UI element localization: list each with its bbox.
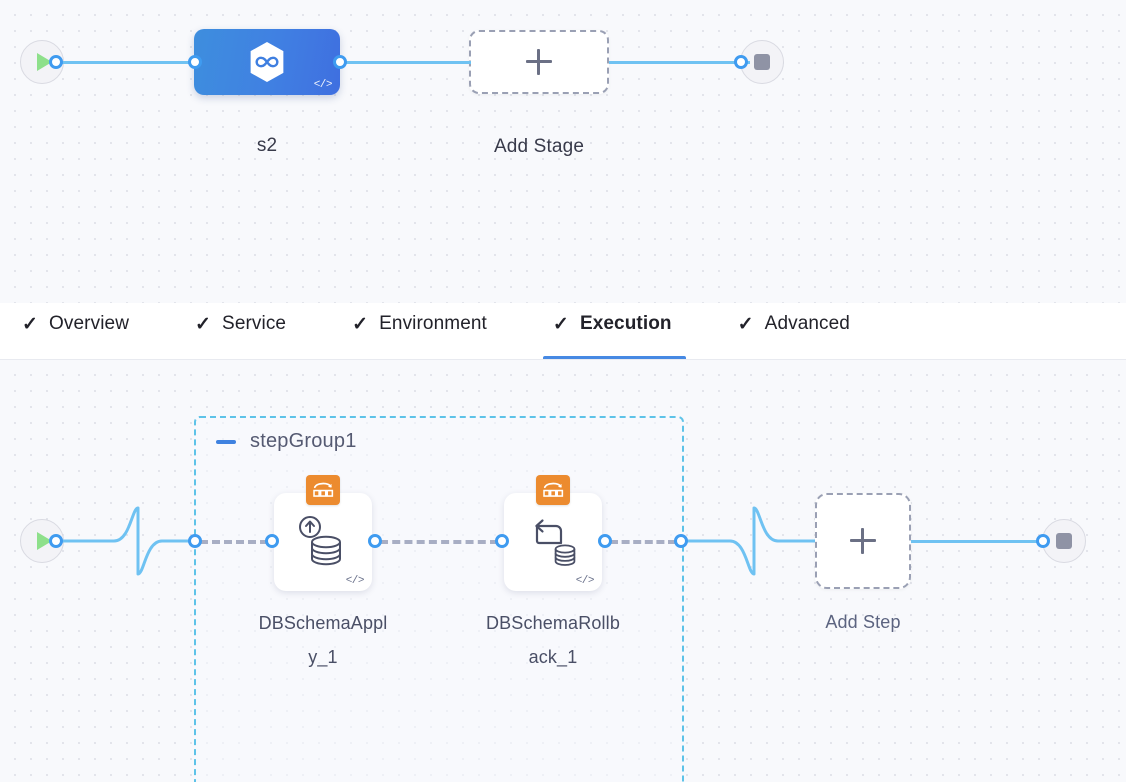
tab-advanced[interactable]: ✓ Advanced (728, 303, 870, 359)
step-code-badge[interactable]: </> (345, 575, 365, 587)
check-icon: ✓ (737, 313, 754, 335)
start-node-port[interactable] (49, 55, 63, 69)
step-port-rollback-left[interactable] (495, 534, 509, 548)
link-add-stage-to-end (609, 61, 750, 64)
pipeline-stage-canvas[interactable]: </> s2 Add Stage (0, 0, 1126, 303)
check-icon: ✓ (552, 313, 569, 335)
stop-icon (1056, 533, 1072, 549)
step-node-DBSchemaRollback_1[interactable]: </> (504, 475, 602, 591)
tab-service[interactable]: ✓ Service (185, 303, 306, 359)
execution-step-canvas[interactable]: stepGroup1 (0, 360, 1126, 782)
add-stage-label: Add Stage (493, 136, 585, 157)
end-node-port[interactable] (734, 55, 748, 69)
link-s2-to-add-stage (343, 61, 471, 64)
step-code-badge[interactable]: </> (575, 575, 595, 587)
link-apply-to-rollback (380, 540, 498, 544)
tab-overview[interactable]: ✓ Overview (12, 303, 149, 359)
end-node-circle (1042, 519, 1086, 563)
aws-service-icon (306, 475, 340, 505)
step-group-header[interactable]: stepGroup1 (216, 430, 357, 453)
stage-s2-port-left[interactable] (188, 55, 202, 69)
link-step-group-to-add-step (684, 506, 818, 576)
database-apply-icon (299, 516, 341, 566)
stop-icon (754, 54, 770, 70)
step-node-DBSchemaApply_1[interactable]: </> (274, 475, 372, 591)
stage-s2-port-right[interactable] (333, 55, 347, 69)
stage-node-s2[interactable]: </> (194, 29, 340, 95)
tab-service-label: Service (222, 313, 287, 334)
stage-node-label-s2: s2 (256, 135, 278, 156)
minus-icon[interactable] (216, 439, 236, 444)
link-start-to-step-group (54, 506, 202, 576)
tab-execution-label: Execution (579, 313, 672, 334)
tab-environment-label: Environment (379, 313, 487, 334)
add-step-label: Add Step (825, 612, 901, 632)
link-group-entry-to-apply (200, 540, 268, 544)
step-port-apply-left[interactable] (265, 534, 279, 548)
execution-start-port[interactable] (49, 534, 63, 548)
add-stage-button[interactable] (469, 30, 609, 94)
stage-config-tabs: ✓ Overview ✓ Service ✓ Environment ✓ Exe… (0, 303, 1126, 360)
step-group-entry-port[interactable] (188, 534, 202, 548)
plus-icon (850, 528, 876, 554)
step-label-DBSchemaRollback_1: DBSchemaRollb ack_1 (485, 613, 620, 667)
harness-hexagon-infinity-icon (250, 42, 284, 82)
step-group-title: stepGroup1 (250, 430, 357, 452)
check-icon: ✓ (195, 313, 212, 335)
aws-service-icon (536, 475, 570, 505)
start-node-circle (20, 519, 64, 563)
play-icon (36, 532, 52, 550)
add-step-button[interactable] (815, 493, 911, 589)
tab-environment[interactable]: ✓ Environment (342, 303, 507, 359)
tab-execution[interactable]: ✓ Execution (542, 303, 692, 359)
check-icon: ✓ (22, 313, 39, 335)
tab-overview-label: Overview (49, 313, 130, 334)
execution-end-port[interactable] (1036, 534, 1050, 548)
tab-advanced-label: Advanced (764, 313, 850, 334)
link-add-step-to-end (911, 540, 1047, 543)
step-port-apply-right[interactable] (368, 534, 382, 548)
execution-start-node[interactable] (20, 519, 64, 563)
step-group-exit-port[interactable] (674, 534, 688, 548)
link-rollback-to-group-exit (610, 540, 676, 544)
plus-icon (526, 49, 552, 75)
execution-end-node[interactable] (1042, 519, 1086, 563)
check-icon: ✓ (352, 313, 369, 335)
link-start-to-s2 (58, 61, 200, 64)
play-icon (36, 53, 52, 71)
step-port-rollback-right[interactable] (598, 534, 612, 548)
step-label-DBSchemaApply_1: DBSchemaAppl y_1 (258, 613, 388, 667)
stage-code-badge[interactable]: </> (313, 79, 333, 91)
step-group-stepGroup1[interactable]: stepGroup1 (194, 416, 684, 782)
database-rollback-icon (535, 519, 576, 566)
